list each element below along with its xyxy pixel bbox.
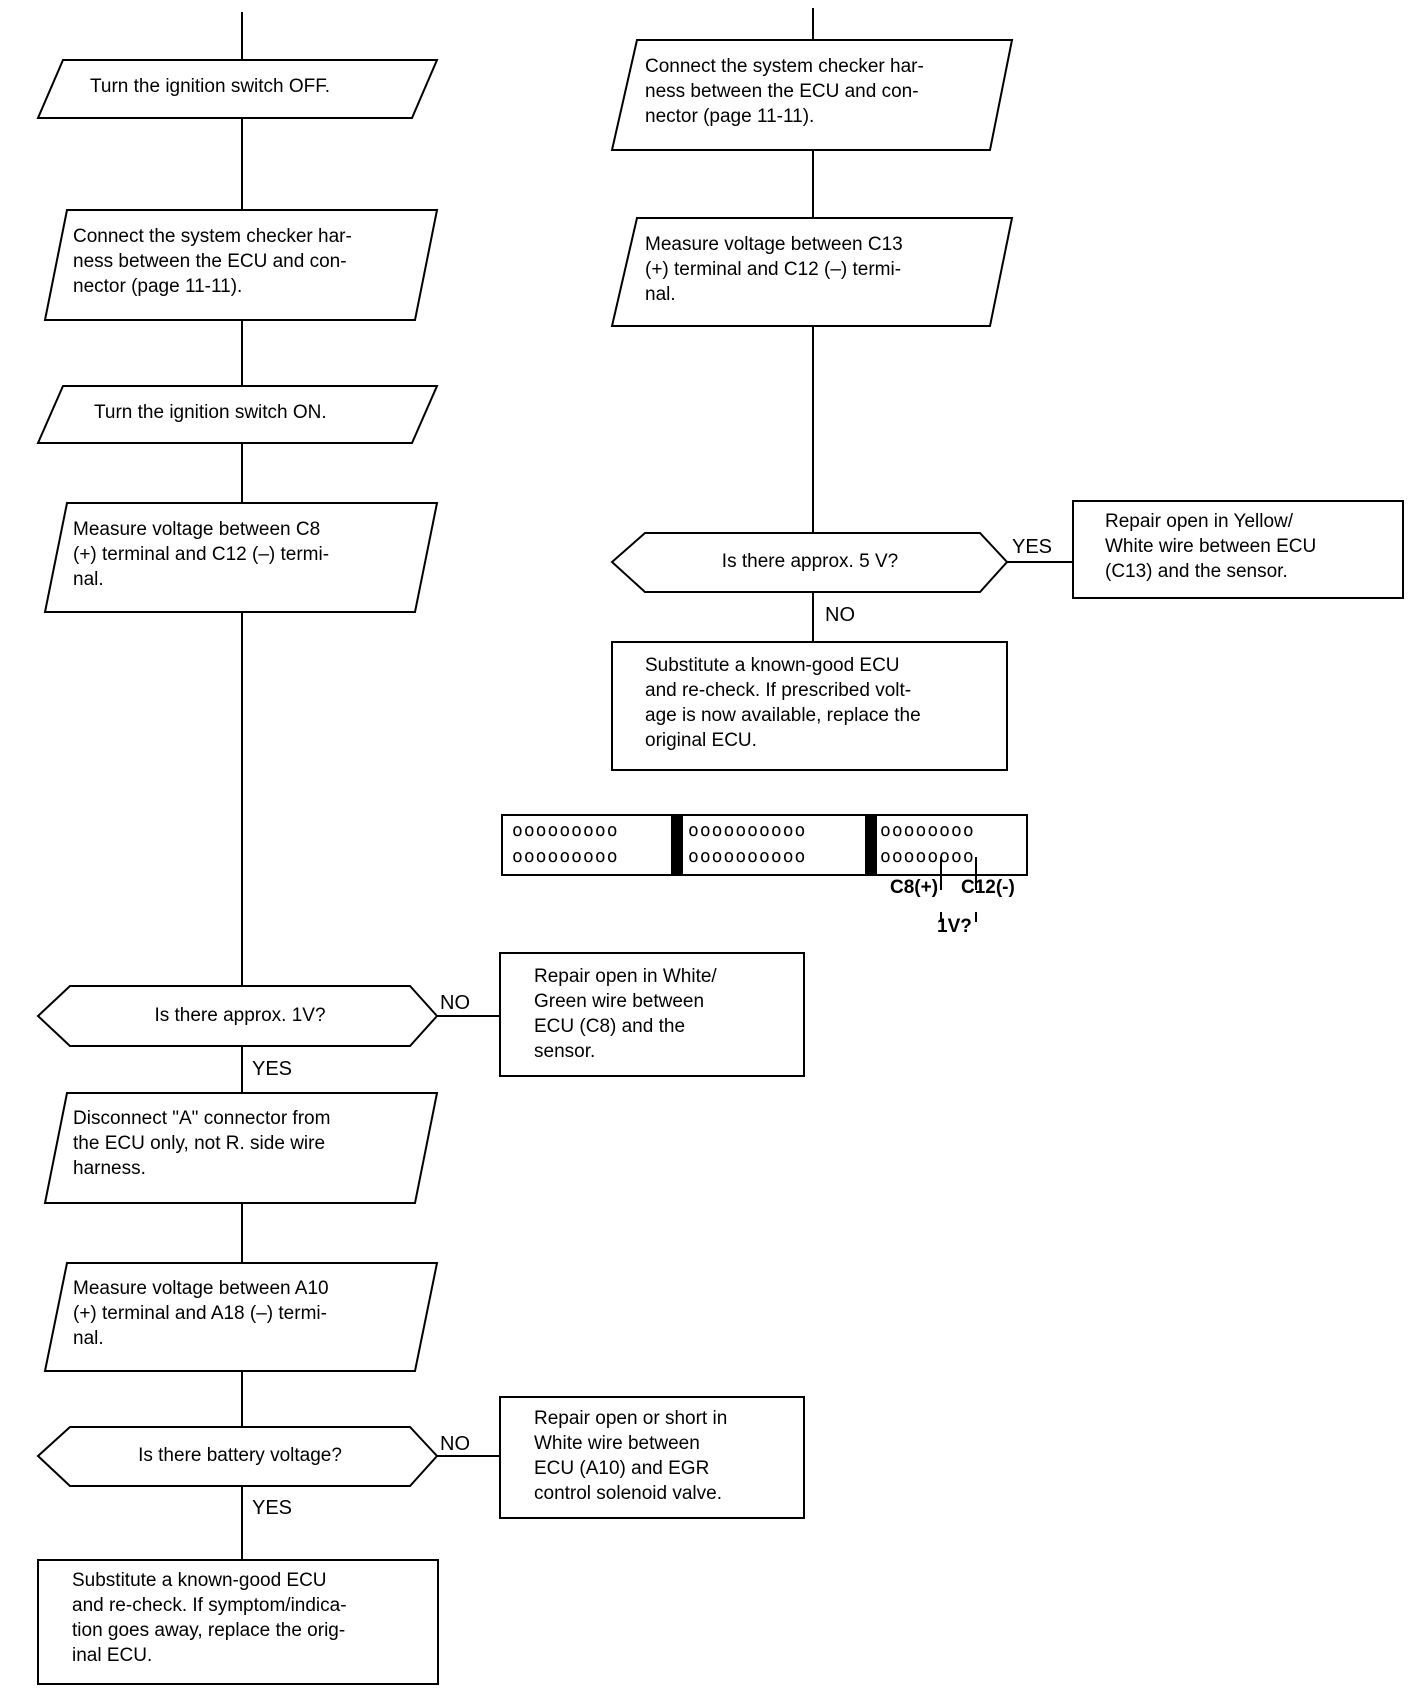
terminal-c8-label: C8(+) <box>890 877 939 898</box>
result-box <box>499 952 805 1077</box>
process-step-shape <box>43 502 439 613</box>
decision-battery-yes-label: YES <box>252 1497 293 1519</box>
decision-5v-yes-label: YES <box>1012 536 1053 558</box>
process-step-shape <box>610 217 1014 327</box>
connector-pins-block2-row2: oooooooooo <box>688 846 807 867</box>
process-step-shape <box>43 1262 439 1372</box>
connector-divider <box>671 815 683 875</box>
step-disconnect-a-text: Disconnect "A" connector from the ECU on… <box>73 1108 331 1179</box>
process-step-shape <box>36 385 439 444</box>
step-ignition-off-text: Turn the ignition switch OFF. <box>90 76 331 97</box>
result-substitute-ecu-text: Substitute a known-good ECU and re-check… <box>645 655 921 751</box>
connector-outline <box>501 814 1028 876</box>
result-box <box>499 1396 805 1519</box>
result-repair-white-green-text: Repair open in White/ Green wire between… <box>534 966 717 1062</box>
decision-battery-text: Is there battery voltage? <box>138 1445 342 1466</box>
decision-1v-text: Is there approx. 1V? <box>154 1005 326 1026</box>
decision-shape <box>610 532 1009 593</box>
process-step-shape <box>43 209 439 321</box>
result-box <box>1072 500 1404 599</box>
process-step-shape <box>610 39 1014 151</box>
result-repair-white-text: Repair open or short in White wire betwe… <box>534 1408 728 1504</box>
step-ignition-on-text: Turn the ignition switch ON. <box>94 402 327 423</box>
right-step-connect-harness-text: Connect the system checker har- ness bet… <box>645 56 924 127</box>
decision-shape <box>36 985 439 1047</box>
decision-1v-no-label: NO <box>440 992 470 1014</box>
connector-divider <box>865 815 877 875</box>
step-measure-c8-text: Measure voltage between C8 (+) terminal … <box>73 519 330 590</box>
expected-voltage-label: 1V? <box>937 916 972 937</box>
step-measure-a10-text: Measure voltage between A10 (+) terminal… <box>73 1278 329 1349</box>
decision-battery-no-label: NO <box>440 1433 470 1455</box>
decision-5v-text: Is there approx. 5 V? <box>721 551 899 572</box>
right-step-measure-c13-text: Measure voltage between C13 (+) terminal… <box>645 234 903 305</box>
process-step-shape <box>43 1092 439 1204</box>
connector-pins-block1-row2: ooooooooo <box>512 846 619 867</box>
connector-pins-block1-row1: ooooooooo <box>512 820 619 841</box>
result-repair-yellow-white-text: Repair open in Yellow/ White wire betwee… <box>1105 511 1317 582</box>
connector-pins-block3-row1: oooooooo <box>880 820 975 841</box>
connector-pins-block2-row1: oooooooooo <box>688 820 807 841</box>
final-substitute-ecu-text: Substitute a known-good ECU and re-check… <box>72 1570 347 1666</box>
final-box <box>37 1559 439 1685</box>
decision-shape <box>36 1426 439 1487</box>
terminal-c12-label: C12(-) <box>961 877 1015 898</box>
process-step-shape <box>36 59 439 119</box>
decision-5v-no-label: NO <box>825 604 855 626</box>
connector-pins-block3-row2: oooooooo <box>880 846 975 867</box>
result-box <box>611 641 1008 771</box>
step-connect-harness-text: Connect the system checker har- ness bet… <box>73 226 352 297</box>
decision-1v-yes-label: YES <box>252 1058 293 1080</box>
